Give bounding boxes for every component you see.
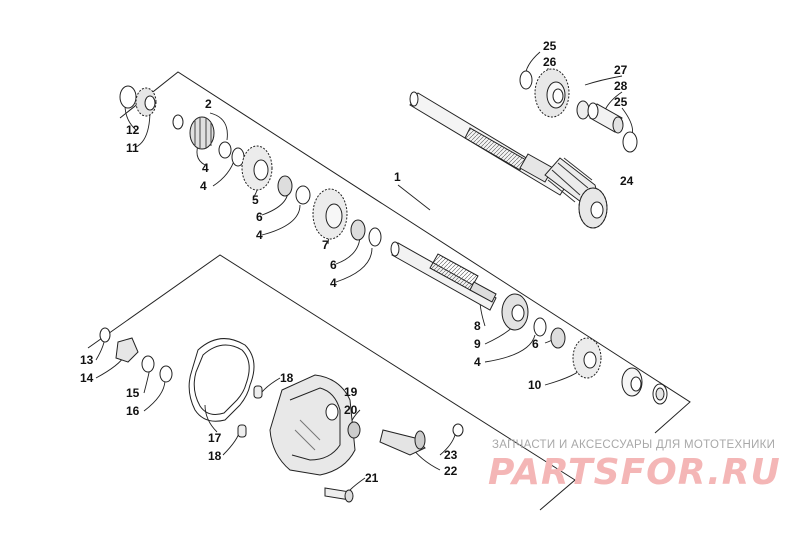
callout-18: 18 bbox=[280, 371, 294, 385]
gear-cover bbox=[269, 374, 361, 476]
bushing-28 bbox=[576, 100, 638, 153]
watermark-logo: PARTSFOR.RU bbox=[488, 452, 781, 493]
callout-15: 15 bbox=[126, 386, 140, 400]
callout-8: 8 bbox=[474, 319, 481, 333]
gear-26 bbox=[519, 68, 570, 118]
callout-28: 28 bbox=[614, 79, 628, 93]
callout-9: 9 bbox=[474, 337, 481, 351]
callout-3: 4 bbox=[202, 161, 209, 175]
callout-20: 20 bbox=[344, 403, 358, 417]
dowel-pins-18 bbox=[237, 385, 263, 438]
callout-17: 17 bbox=[208, 431, 222, 445]
main-shaft bbox=[409, 91, 597, 206]
callout-11: 11 bbox=[126, 141, 139, 155]
callout-13: 13 bbox=[80, 353, 94, 367]
callout-18: 18 bbox=[208, 449, 222, 463]
gear-10 bbox=[572, 337, 602, 379]
hub-3 bbox=[172, 114, 245, 167]
callout-12: 12 bbox=[126, 123, 140, 137]
callout-23: 23 bbox=[444, 448, 458, 462]
gasket-17 bbox=[188, 338, 255, 422]
callout-4: 4 bbox=[474, 355, 481, 369]
callout-7: 7 bbox=[322, 238, 329, 252]
callout-16: 16 bbox=[126, 404, 140, 418]
callout-5: 5 bbox=[252, 193, 259, 207]
gear-24 bbox=[578, 187, 608, 229]
gear-11-and-ring-12 bbox=[119, 85, 157, 117]
callout-6: 6 bbox=[256, 210, 263, 224]
gear-9 bbox=[501, 293, 566, 349]
callout-21: 21 bbox=[365, 471, 379, 485]
bolt-21 bbox=[324, 487, 354, 503]
gear-5 bbox=[241, 145, 311, 205]
watermark-tagline: ЗАПЧАСТИ И АКСЕССУАРЫ ДЛЯ МОТОТЕХНИКИ bbox=[492, 439, 776, 451]
callout-25: 25 bbox=[614, 95, 628, 109]
nut-14-and-washers bbox=[99, 327, 173, 383]
bearing bbox=[621, 367, 668, 405]
callout-22: 22 bbox=[444, 464, 458, 478]
gear-7 bbox=[312, 188, 382, 247]
counter-shaft bbox=[390, 241, 497, 311]
callout-27: 27 bbox=[614, 63, 628, 77]
callout-26: 26 bbox=[543, 55, 557, 69]
callout-4: 4 bbox=[256, 228, 263, 242]
callout-6: 6 bbox=[532, 337, 539, 351]
callout-25: 25 bbox=[543, 39, 557, 53]
callout-1: 1 bbox=[394, 170, 401, 184]
callout-4: 4 bbox=[330, 276, 337, 290]
callout-19: 19 bbox=[344, 385, 358, 399]
sensor-22 bbox=[379, 423, 464, 456]
callout-4: 4 bbox=[200, 179, 207, 193]
callout-14: 14 bbox=[80, 371, 94, 385]
callout-6: 6 bbox=[330, 258, 337, 272]
callout-10: 10 bbox=[528, 378, 542, 392]
callout-24: 24 bbox=[620, 174, 634, 188]
callout-labels: 1 2 4 4 5 6 4 7 6 4 8 9 4 6 10 12 11 13 … bbox=[80, 39, 634, 485]
callout-2: 2 bbox=[205, 97, 212, 111]
